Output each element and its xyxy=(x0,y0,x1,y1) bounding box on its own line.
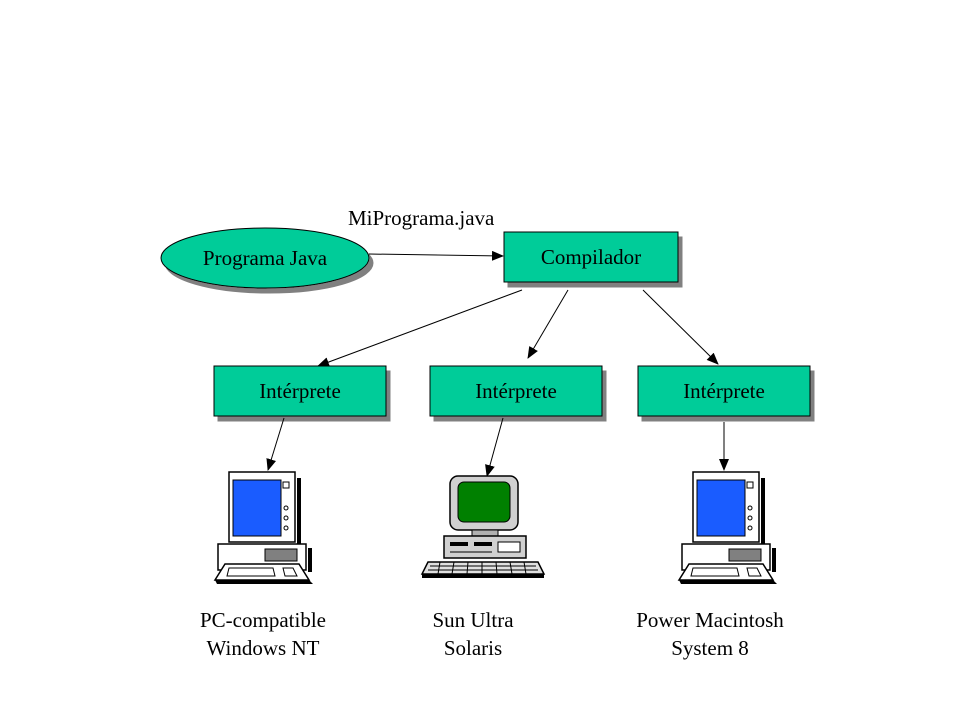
compiler-label: Compilador xyxy=(541,245,641,269)
interpreter-label: Intérprete xyxy=(259,379,341,403)
platform-label-2-line2: Solaris xyxy=(444,636,502,660)
mac-computer-icon xyxy=(677,471,777,584)
source-node: Programa Java xyxy=(160,227,370,289)
interpreter-label: Intérprete xyxy=(475,379,557,403)
platform-label-2-line1: Sun Ultra xyxy=(432,608,514,632)
platform-label-1-line1: PC-compatible xyxy=(200,608,326,632)
platform-label-1-line2: Windows NT xyxy=(207,636,320,660)
interpreter-label: Intérprete xyxy=(683,379,765,403)
arrow-interpreter-to-sun xyxy=(485,417,504,477)
interpreter-box xyxy=(637,365,811,417)
interpreter-node-2: Intérprete xyxy=(429,365,603,417)
arrow-interpreter-to-pc xyxy=(266,417,285,471)
source-ellipse xyxy=(160,227,370,289)
arrow-compiler-to-interpreter-3 xyxy=(642,289,719,365)
source-label: Programa Java xyxy=(203,246,328,270)
arrow-source-to-compiler xyxy=(368,250,504,261)
compiler-node: Compilador xyxy=(503,231,679,283)
interpreter-box xyxy=(213,365,387,417)
interpreter-box xyxy=(429,365,603,417)
sun-workstation-icon xyxy=(420,475,546,578)
interpreter-node-3: Intérprete xyxy=(637,365,811,417)
arrow-compiler-to-interpreter-1 xyxy=(317,289,523,367)
arrow-compiler-to-interpreter-2 xyxy=(527,289,569,359)
filename-label: MiPrograma.java xyxy=(348,206,495,230)
platform-label-3-line2: System 8 xyxy=(671,636,749,660)
interpreter-node-1: Intérprete xyxy=(213,365,387,417)
pc-computer-icon xyxy=(213,471,313,584)
platform-label-3-line1: Power Macintosh xyxy=(636,608,784,632)
compiler-box xyxy=(503,231,679,283)
